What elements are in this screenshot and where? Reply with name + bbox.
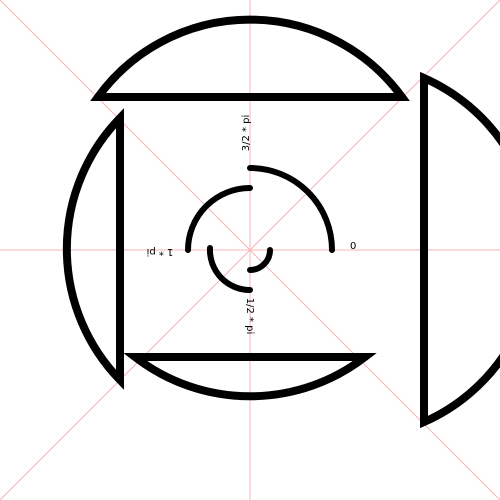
arc-half-pi — [206, 245, 253, 294]
label-three-half-pi: 3/2 * pi — [241, 115, 252, 152]
bottom-segment — [123, 353, 377, 401]
arc-pi — [185, 185, 253, 253]
label-pi: 1 * pi — [147, 246, 174, 257]
right-segment — [420, 71, 500, 429]
arc-zero — [247, 247, 273, 273]
left-segment — [62, 108, 124, 390]
top-segment — [90, 15, 410, 101]
angle-arcs — [185, 165, 335, 294]
label-zero: 0 — [350, 241, 356, 252]
arc-three-half-pi — [247, 165, 335, 253]
label-half-pi: 1/2 * pi — [244, 298, 255, 335]
